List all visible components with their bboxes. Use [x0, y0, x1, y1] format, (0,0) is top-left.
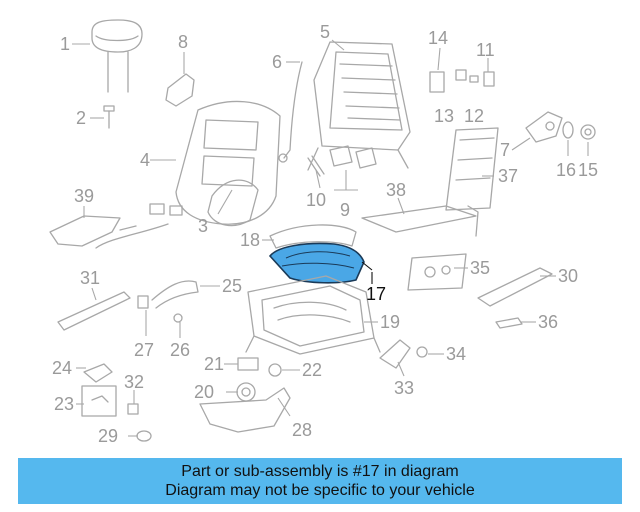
callout-23[interactable]: 23 [54, 394, 74, 414]
callout-16[interactable]: 16 [556, 160, 576, 180]
part-cable-6[interactable] [278, 61, 303, 163]
part-cable-25[interactable] [137, 280, 199, 323]
callout-7[interactable]: 7 [500, 140, 510, 160]
banner-line-part: Part or sub-assembly is #17 in diagram [181, 463, 459, 480]
part-clips-9-10[interactable] [307, 145, 377, 177]
part-lever-36[interactable] [495, 317, 523, 329]
callout-36[interactable]: 36 [538, 312, 558, 332]
callout-2[interactable]: 2 [76, 108, 86, 128]
part-23[interactable] [81, 385, 117, 417]
part-cover-18[interactable] [269, 224, 357, 249]
callout-9[interactable]: 9 [340, 200, 350, 220]
part-seat-frame-19[interactable] [245, 275, 381, 355]
part-small-11-14[interactable] [429, 69, 495, 93]
part-bracket-8[interactable] [165, 73, 195, 107]
callout-17[interactable]: 17 [366, 284, 386, 304]
callout-11[interactable]: 11 [476, 40, 495, 60]
callout-33[interactable]: 33 [394, 378, 414, 398]
callout-24[interactable]: 24 [52, 358, 72, 378]
callout-25[interactable]: 25 [222, 276, 242, 296]
part-side-cover-39[interactable] [49, 203, 183, 249]
callout-14[interactable]: 14 [428, 28, 448, 48]
part-33-34[interactable] [379, 339, 428, 369]
callout-19[interactable]: 19 [380, 312, 400, 332]
callout-5[interactable]: 5 [320, 22, 330, 42]
callout-4[interactable]: 4 [140, 150, 150, 170]
callout-20[interactable]: 20 [194, 382, 214, 402]
callout-34[interactable]: 34 [446, 344, 466, 364]
callout-15[interactable]: 15 [578, 160, 598, 180]
leader-lines [72, 39, 589, 437]
part-21-22[interactable] [237, 357, 282, 377]
callout-29[interactable]: 29 [98, 426, 118, 446]
part-recliner-7[interactable] [525, 111, 596, 143]
callout-22[interactable]: 22 [302, 360, 322, 380]
callout-30[interactable]: 30 [558, 266, 578, 286]
callout-8[interactable]: 8 [178, 32, 188, 52]
part-24[interactable] [83, 363, 113, 383]
part-bolt-2[interactable] [103, 105, 115, 129]
part-side-trim-31[interactable] [57, 291, 131, 331]
callout-6[interactable]: 6 [272, 52, 282, 72]
part-plate-35[interactable] [407, 253, 467, 291]
callout-26[interactable]: 26 [170, 340, 190, 360]
info-banner: Part or sub-assembly is #17 in diagram D… [18, 458, 622, 504]
callout-labels: 1 2 3 4 5 6 7 8 9 10 11 12 13 14 15 16 1… [52, 22, 598, 446]
callout-39[interactable]: 39 [74, 186, 94, 206]
callout-28[interactable]: 28 [292, 420, 312, 440]
callout-32[interactable]: 32 [124, 372, 144, 392]
seat-parts-diagram: 1 2 3 4 5 6 7 8 9 10 11 12 13 14 15 16 1… [49, 19, 598, 446]
callout-38[interactable]: 38 [386, 180, 406, 200]
part-side-shield-28[interactable] [199, 387, 291, 433]
callout-37[interactable]: 37 [498, 166, 518, 186]
part-headrest[interactable] [91, 19, 143, 93]
part-seatback-cover[interactable] [175, 100, 281, 225]
callout-31[interactable]: 31 [80, 268, 100, 288]
part-rail-cover-30[interactable] [477, 267, 553, 307]
callout-3[interactable]: 3 [198, 216, 208, 236]
callout-21[interactable]: 21 [204, 354, 224, 374]
part-motor-20[interactable] [236, 382, 256, 402]
part-board-38[interactable] [361, 205, 479, 237]
part-seatback-frame[interactable] [307, 41, 411, 171]
callout-1[interactable]: 1 [60, 34, 70, 54]
callout-10[interactable]: 10 [306, 190, 326, 210]
banner-line-disclaimer: Diagram may not be specific to your vehi… [165, 482, 475, 499]
callout-18[interactable]: 18 [240, 230, 260, 250]
part-pad-3[interactable] [207, 179, 259, 227]
part-back-panel-37[interactable] [445, 127, 499, 211]
callout-35[interactable]: 35 [470, 258, 490, 278]
part-seat-cushion-17[interactable] [268, 242, 373, 284]
callout-13[interactable]: 13 [434, 106, 454, 126]
callout-12[interactable]: 12 [464, 106, 484, 126]
callout-27[interactable]: 27 [134, 340, 154, 360]
